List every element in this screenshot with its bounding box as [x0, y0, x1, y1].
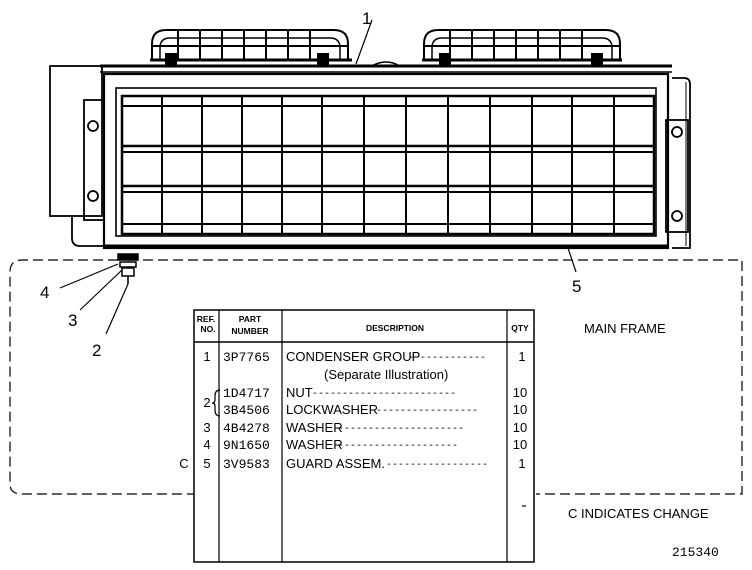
row-leader-dots: -------------	[408, 353, 486, 364]
ref-2-bracket: 2	[203, 389, 221, 417]
header-ref-line1: REF.	[197, 314, 215, 324]
row-qty: 10	[513, 402, 527, 417]
row-description: LOCKWASHER	[286, 402, 378, 417]
callout-5: 5	[572, 277, 581, 296]
row-ref: 1	[203, 349, 210, 364]
top-guard-left	[150, 29, 352, 65]
row-part-number: 1D4717	[223, 386, 270, 401]
row-description: GUARD ASSEM.	[286, 456, 385, 471]
row-part-number: 3P7765	[223, 350, 270, 365]
table-row: 1D4717 NUT ------------------------ 10	[223, 385, 527, 401]
figure-number: 215340	[672, 545, 719, 560]
callout-3: 3	[68, 311, 77, 330]
row-leader-dots: ---------------------	[338, 424, 464, 435]
row-ref: 3	[203, 420, 210, 435]
leader-lines	[59, 19, 577, 335]
row-description-sub: (Separate Illustration)	[324, 367, 448, 382]
header-part-line1: PART	[239, 314, 262, 324]
row-part-number: 4B4278	[223, 421, 270, 436]
main-guard-frame	[102, 72, 670, 250]
row-qty: 1	[518, 349, 525, 364]
row-leader-dots: --------------------	[338, 441, 458, 452]
callout-4: 4	[40, 283, 49, 302]
header-qty: QTY	[511, 323, 529, 333]
row-qty: 10	[513, 437, 527, 452]
callout-labels: 1 2 3 4 5	[40, 9, 581, 360]
callout-2: 2	[92, 341, 101, 360]
row-ref: 2	[203, 395, 210, 410]
condenser-assembly-drawing: 1 2 3 4 5	[9, 9, 743, 495]
main-frame-outline	[9, 259, 743, 495]
header-description: DESCRIPTION	[366, 323, 424, 333]
housing-top-rail	[100, 61, 672, 73]
header-ref-line2: NO.	[200, 324, 215, 334]
row-change-mark: C	[179, 456, 188, 471]
table-row: 3B4506 LOCKWASHER ----------------- 10	[223, 402, 527, 418]
row-description: WASHER	[286, 420, 343, 435]
table-row: 3 4B4278 WASHER --------------------- 10	[203, 420, 527, 436]
row-description: WASHER	[286, 437, 343, 452]
left-side-box	[49, 65, 105, 247]
header-part-line2: NUMBER	[231, 326, 268, 336]
top-guard-right	[422, 29, 622, 65]
row-qty: 10	[513, 385, 527, 400]
guard-grid	[120, 94, 656, 236]
row-part-number: 9N1650	[223, 438, 270, 453]
mounting-bolt-stack	[117, 253, 139, 284]
row-part-number: 3B4506	[223, 403, 270, 418]
table-row: 1 3P7765 CONDENSER GROUP ------------- (…	[203, 349, 525, 382]
row-leader-dots: -----------------	[376, 406, 478, 417]
row-leader-dots: -----------------	[386, 460, 488, 471]
row-qty: 10	[513, 420, 527, 435]
row-qty: 1	[518, 456, 525, 471]
right-side-box	[665, 77, 691, 249]
parts-table: REF. NO. PART NUMBER DESCRIPTION QTY 1 3…	[179, 309, 535, 563]
row-part-number: 3V9583	[223, 457, 270, 472]
table-row: 4 9N1650 WASHER -------------------- 10	[203, 437, 527, 453]
row-leader-dots: ------------------------	[312, 389, 456, 400]
row-description: NUT	[286, 385, 313, 400]
callout-1: 1	[362, 9, 371, 28]
main-frame-label: MAIN FRAME	[584, 321, 666, 336]
table-row: C 5 3V9583 GUARD ASSEM. ----------------…	[179, 456, 525, 472]
row-ref: 5	[203, 456, 210, 471]
change-note: C INDICATES CHANGE	[568, 506, 709, 521]
row-ref: 4	[203, 437, 210, 452]
table-header: REF. NO. PART NUMBER DESCRIPTION QTY	[197, 314, 529, 336]
row-description: CONDENSER GROUP	[286, 349, 420, 364]
